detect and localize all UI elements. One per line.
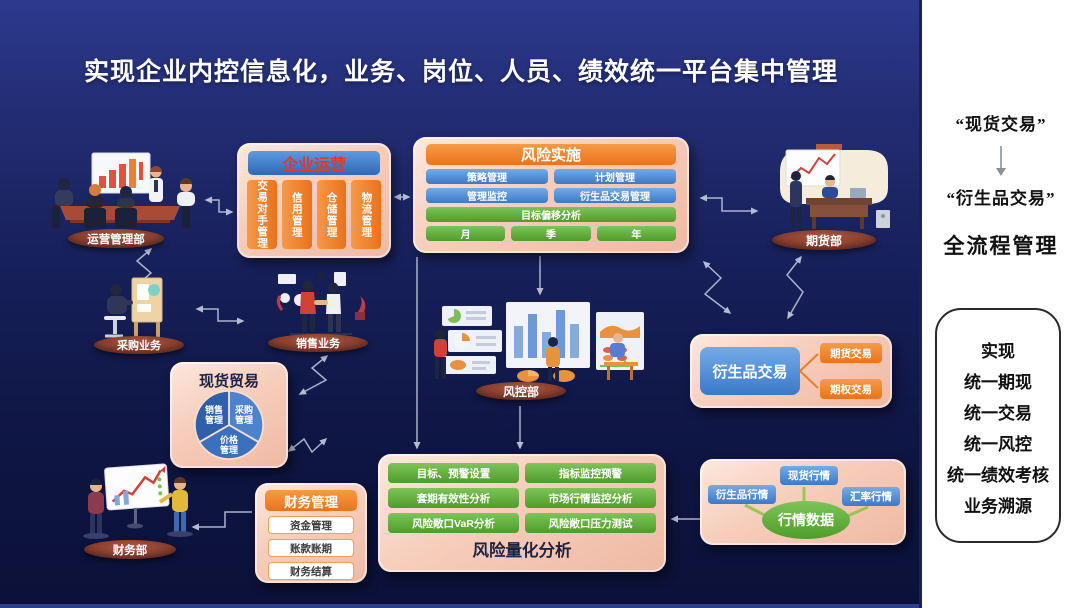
- year-button: 年: [596, 226, 676, 241]
- hedge-effectiveness-button: 套期有效性分析: [388, 488, 519, 508]
- quarter-button: 季: [511, 226, 591, 241]
- market-data-panel: 衍生品行情 现货行情 汇率行情 行情数据: [700, 459, 906, 545]
- derivatives-node: 衍生品交易: [700, 347, 800, 395]
- derivatives-panel: 衍生品交易 期货交易 期权交易: [690, 334, 892, 408]
- summary-item: 实现: [981, 342, 1015, 361]
- futures-illustration: [760, 142, 894, 234]
- risk-control-illustration: [432, 298, 650, 386]
- down-arrow-icon: [922, 146, 1080, 176]
- summary-item: 业务溯源: [964, 497, 1032, 516]
- spot-trade-pie: [193, 389, 265, 460]
- finance-illustration: [76, 460, 206, 544]
- enterprise-operations-header: 企业运营: [248, 151, 380, 175]
- risk-control-dept-label: 风控部: [476, 382, 566, 400]
- derivatives-trading-mgmt-button: 衍生品交易管理: [554, 188, 676, 203]
- pie-price-label: 价格管理: [219, 435, 238, 456]
- slide-title: 实现企业内控信息化，业务、岗位、人员、绩效统一平台集中管理: [83, 58, 838, 86]
- var-analysis-button: 风险敞口VaR分析: [388, 513, 519, 533]
- indicator-monitor-warning-button: 指标监控预警: [525, 463, 656, 483]
- summary-item: 统一期现: [964, 373, 1032, 392]
- pie-procurement-label: 采购管理: [234, 405, 253, 426]
- spot-trade-panel: 现货贸易 销售管理 采购管理 价格管理: [170, 362, 288, 468]
- credit-mgmt-column: 信用管理: [281, 180, 312, 249]
- enterprise-operations-panel: 企业运营 交易对手管理 信用管理 仓储管理 物流管理: [237, 143, 391, 258]
- warehouse-mgmt-column: 仓储管理: [316, 180, 347, 249]
- side-panel: “现货交易” “衍生品交易” 全流程管理 实现 统一期现 统一交易 统一风控 统…: [919, 0, 1080, 608]
- derivatives-connector: [798, 353, 819, 389]
- spot-quote-tag: 现货行情: [780, 466, 838, 485]
- procurement-illustration: [96, 276, 182, 340]
- summary-item: 统一风控: [964, 435, 1032, 454]
- risk-quant-title: 风险量化分析: [472, 542, 572, 560]
- summary-item: 统一绩效考核: [947, 466, 1049, 485]
- operations-dept-label: 运营管理部: [68, 229, 164, 248]
- finance-mgmt-header: 财务管理: [265, 490, 357, 511]
- futures-dept-label: 期货部: [772, 230, 876, 250]
- finance-dept-label: 财务部: [84, 540, 176, 559]
- sales-illustration: [270, 270, 370, 338]
- finance-mgmt-panel: 财务管理 资金管理 账款账期 财务结算: [255, 483, 367, 583]
- fund-mgmt-item: 资金管理: [268, 516, 354, 534]
- risk-implementation-header: 风险实施: [426, 144, 676, 165]
- risk-implementation-panel: 风险实施 策略管理 计划管理 管理监控 衍生品交易管理 目标偏移分析 月 季 年: [413, 137, 689, 253]
- logistics-mgmt-column: 物流管理: [351, 180, 381, 249]
- fx-quote-tag: 汇率行情: [842, 487, 900, 506]
- spot-trading-quote: “现货交易”: [955, 115, 1047, 134]
- counterparty-mgmt-column: 交易对手管理: [247, 180, 277, 249]
- stress-test-button: 风险敞口压力测试: [525, 513, 656, 533]
- pie-sales-label: 销售管理: [204, 405, 223, 426]
- derivatives-trading-quote: “衍生品交易”: [946, 189, 1056, 208]
- summary-box: 实现 统一期现 统一交易 统一风控 统一绩效考核 业务溯源: [935, 308, 1061, 543]
- market-monitor-analysis-button: 市场行情监控分析: [525, 488, 656, 508]
- bottom-strip: [0, 604, 922, 608]
- plan-mgmt-button: 计划管理: [554, 169, 676, 184]
- settlement-item: 财务结算: [268, 562, 354, 580]
- mgmt-monitoring-button: 管理监控: [426, 188, 548, 203]
- target-deviation-analysis-bar: 目标偏移分析: [426, 207, 676, 222]
- full-process-headline: 全流程管理: [943, 235, 1059, 258]
- derivatives-quote-tag: 衍生品行情: [708, 485, 776, 504]
- spot-trade-title: 现货贸易: [198, 373, 259, 390]
- target-warning-setting-button: 目标、预警设置: [388, 463, 519, 483]
- strategy-mgmt-button: 策略管理: [426, 169, 548, 184]
- futures-trading-tag: 期货交易: [820, 343, 882, 363]
- sales-label: 销售业务: [268, 334, 368, 352]
- meeting-illustration: [40, 150, 200, 234]
- summary-item: 统一交易: [964, 404, 1032, 423]
- month-button: 月: [426, 226, 506, 241]
- risk-quant-panel: 目标、预警设置 指标监控预警 套期有效性分析 市场行情监控分析 风险敞口VaR分…: [378, 454, 666, 572]
- receivables-item: 账款账期: [268, 539, 354, 557]
- market-data-node: 行情数据: [762, 501, 850, 539]
- procurement-label: 采购业务: [94, 336, 184, 354]
- options-trading-tag: 期权交易: [820, 379, 882, 399]
